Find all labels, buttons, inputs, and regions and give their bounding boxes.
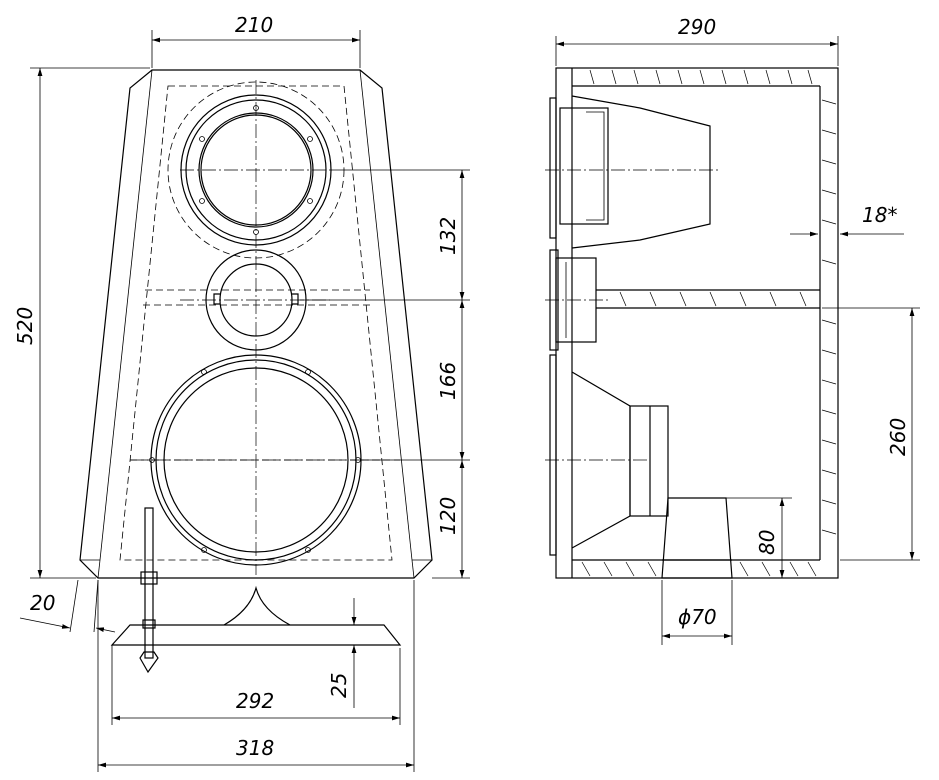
side-section-view (545, 67, 839, 579)
dim-depth: 290 (678, 15, 716, 39)
dim-base-width: 292 (236, 689, 274, 713)
front-inner-contour (119, 85, 393, 561)
dim-lower-chamber: 260 (886, 418, 910, 456)
hatch-bottom-wall (581, 561, 817, 577)
hatch-back-wall (821, 99, 837, 535)
dim-height: 520 (13, 307, 37, 345)
dim-bevel: 20 (30, 591, 55, 615)
dim-woofer-height: 120 (436, 497, 460, 535)
dim-top-width: 210 (235, 13, 273, 37)
dim-mid-spacing: 166 (436, 362, 460, 400)
dim-tweeter-spacing: 132 (436, 217, 460, 255)
dim-outer-width: 318 (236, 736, 274, 760)
side-dimensions: 290 18* 260 80 ϕ70 (555, 15, 920, 645)
front-view (79, 69, 433, 674)
tweeter-side (549, 95, 711, 249)
hatch-shelf (619, 291, 807, 307)
dim-port-diameter: ϕ70 (678, 605, 717, 629)
front-dimensions: 210 520 132 166 120 20 25 292 (13, 13, 470, 772)
woofer-side (549, 354, 669, 556)
hatch-top-wall (589, 69, 813, 85)
dim-stand-height: 25 (327, 673, 351, 698)
dim-wall-thickness: 18* (862, 203, 897, 227)
bass-port (661, 497, 733, 579)
dim-port-length: 80 (755, 530, 779, 555)
